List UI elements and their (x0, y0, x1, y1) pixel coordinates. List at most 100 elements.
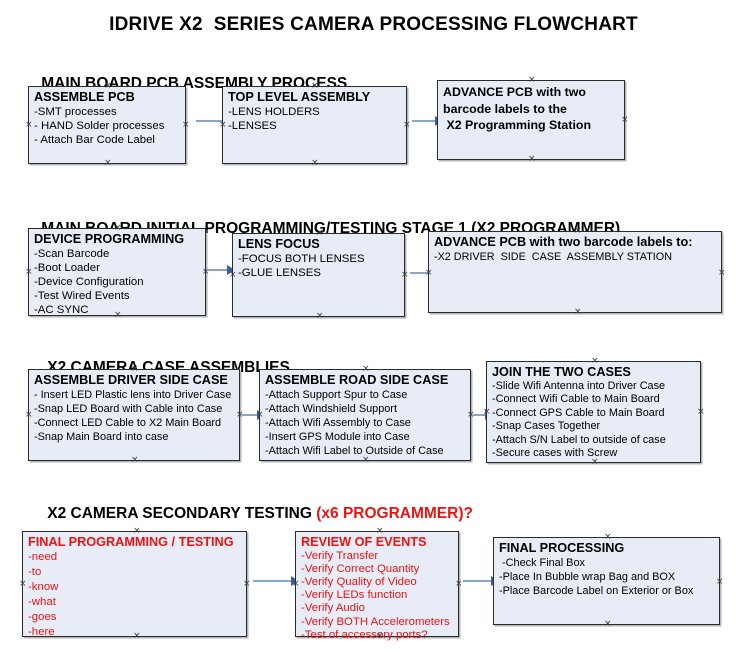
node-line: -Connect GPS Cable to Main Board (492, 406, 665, 419)
node-line: -Boot Loader (34, 261, 100, 274)
node-line: -SMT processes (34, 105, 117, 118)
node-line: -what (28, 595, 56, 608)
anchor-handle-left (219, 122, 226, 129)
node-header: ADVANCE PCB with two barcode labels to: (434, 235, 693, 249)
page-title: IDRIVE X2 SERIES CAMERA PROCESSING FLOWC… (109, 14, 638, 35)
node-assemble-road-side-case[interactable]: ASSEMBLE ROAD SIDE CASE -Attach Support … (259, 369, 471, 461)
node-line: barcode labels to the (443, 101, 567, 116)
arrowhead-icon (227, 265, 235, 275)
node-join-the-two-cases[interactable]: JOIN THE TWO CASES -Slide Wifi Antenna i… (486, 361, 701, 463)
anchor-handle-top (528, 77, 535, 84)
node-line: -Attach Wifi Label to Outside of Case (265, 445, 444, 458)
anchor-handle-right (403, 122, 410, 129)
node-review-of-events[interactable]: REVIEW OF EVENTS -Verify Transfer -Verif… (295, 531, 462, 641)
node-line: -know (28, 580, 59, 593)
node-line: -AC SYNC (34, 304, 89, 317)
node-device-programming[interactable]: DEVICE PROGRAMMING -Scan Barcode -Boot L… (28, 228, 206, 316)
anchor-handle-right (243, 581, 250, 588)
anchor-handle-bottom (104, 160, 111, 167)
anchor-handle-bottom (311, 160, 318, 167)
anchor-handle-bottom (316, 313, 323, 320)
anchor-handle-left (25, 122, 32, 129)
node-line: -Secure cases with Screw (492, 447, 618, 460)
anchor-handle-left (25, 269, 32, 276)
node-line: -Connect LED Cable to X2 Main Board (34, 416, 222, 429)
section-heading-annotation: (x6 PROGRAMMER)? (316, 505, 473, 522)
node-line: -Scan Barcode (34, 247, 110, 260)
node-line: -goes (28, 610, 57, 623)
node-line: -Attach Wifi Assembly to Case (265, 416, 411, 429)
node-assemble-pcb[interactable]: ASSEMBLE PCB -SMT processes - HAND Solde… (28, 86, 186, 164)
anchor-handle-right (182, 122, 189, 129)
anchor-handle-bottom (528, 156, 535, 163)
section-heading-x2-camera-secondary-testing: X2 CAMERA SECONDARY TESTING (x6 PROGRAMM… (30, 487, 473, 541)
node-line: -to (28, 565, 42, 578)
node-line: -Snap LED Board with Cable into Case (34, 402, 223, 415)
anchor-handle-bottom (604, 621, 611, 628)
node-line: -here (28, 625, 55, 638)
node-header: LENS FOCUS (238, 237, 320, 251)
node-final-programming-testing[interactable]: FINAL PROGRAMMING / TESTING -need -to -k… (19, 531, 250, 638)
node-line: -Insert GPS Module into Case (265, 431, 410, 444)
node-header: REVIEW OF EVENTS (301, 535, 427, 549)
node-header: FINAL PROGRAMMING / TESTING (28, 535, 234, 549)
anchor-handle-right (718, 270, 725, 277)
node-line: -Verify Transfer (301, 549, 379, 562)
node-line: -Connect Wifi Cable to Main Board (492, 393, 660, 406)
node-line: -Verify Audio (301, 602, 365, 615)
connector-device-programming-to-lens-focus (207, 265, 235, 275)
node-line: -need (28, 550, 58, 563)
anchor-handle-right (621, 117, 628, 124)
node-line: -Place In Bubble wrap Bag and BOX (499, 570, 676, 583)
node-line: -Place Barcode Label on Exterior or Box (499, 584, 694, 597)
node-line: -Snap Main Board into case (34, 431, 169, 444)
node-line: -GLUE LENSES (238, 266, 321, 279)
node-line: -Device Configuration (34, 275, 144, 288)
node-line: - HAND Solder processes (34, 119, 165, 132)
node-line: -Attach S/N Label to outside of case (492, 433, 666, 446)
node-lens-focus[interactable]: LENS FOCUS -FOCUS BOTH LENSES -GLUE LENS… (232, 233, 405, 317)
node-header: JOIN THE TWO CASES (492, 365, 631, 379)
anchor-handle-right (697, 409, 704, 416)
node-line: - Attach Bar Code Label (34, 133, 155, 146)
node-final-processing[interactable]: FINAL PROCESSING -Check Final Box -Place… (493, 537, 720, 625)
node-line: - Insert LED Plastic lens into Driver Ca… (34, 388, 232, 401)
anchor-handle-right (455, 581, 462, 588)
node-line: -Test Wired Events (34, 290, 130, 303)
anchor-handle-bottom (131, 457, 138, 464)
anchor-handle-right (401, 272, 408, 279)
node-header: ASSEMBLE PCB (34, 90, 135, 104)
node-header: ASSEMBLE ROAD SIDE CASE (265, 373, 449, 387)
node-header: ASSEMBLE DRIVER SIDE CASE (34, 373, 228, 387)
anchor-handle-top (362, 366, 369, 373)
node-top-level-assembly[interactable]: TOP LEVEL ASSEMBLY -LENS HOLDERS -LENSES (222, 86, 407, 164)
anchor-handle-right (716, 579, 723, 586)
anchor-handle-top (591, 358, 598, 365)
node-header: DEVICE PROGRAMMING (34, 232, 185, 246)
node-line: -Verify Quality of Video (301, 575, 417, 588)
node-line: -LENSES (228, 119, 277, 132)
node-line: -Attach Windshield Support (265, 402, 397, 415)
node-line: X2 Programming Station (443, 118, 592, 132)
node-line: -Check Final Box (499, 556, 585, 569)
node-line: -Attach Support Spur to Case (265, 388, 408, 401)
node-header: ADVANCE PCB with two (443, 85, 586, 99)
node-line: -Slide Wifi Antenna into Driver Case (492, 379, 666, 392)
anchor-handle-bottom (574, 309, 581, 316)
node-advance-pcb-programming-station[interactable]: ADVANCE PCB with two barcode labels to t… (437, 80, 625, 160)
node-advance-pcb-driver-side-case[interactable]: ADVANCE PCB with two barcode labels to: … (428, 231, 722, 313)
node-line: -Verify Correct Quantity (301, 562, 420, 575)
node-line: -Verify LEDs function (301, 589, 408, 602)
node-header: FINAL PROCESSING (499, 541, 625, 555)
node-line: -LENS HOLDERS (228, 105, 320, 118)
section-heading-text: X2 CAMERA SECONDARY TESTING (47, 505, 317, 522)
connector-final-programming-to-review-of-events (253, 576, 299, 586)
node-line-overflow: -Test of accessory ports? (301, 628, 428, 641)
node-line: -X2 DRIVER SIDE CASE ASSEMBLY STATION (434, 250, 672, 263)
anchor-handle-top (604, 534, 611, 541)
node-line: -Snap Cases Together (492, 420, 601, 433)
node-assemble-driver-side-case[interactable]: ASSEMBLE DRIVER SIDE CASE - Insert LED P… (28, 369, 240, 461)
anchor-handle-left (19, 581, 26, 588)
node-line: -FOCUS BOTH LENSES (238, 252, 365, 265)
